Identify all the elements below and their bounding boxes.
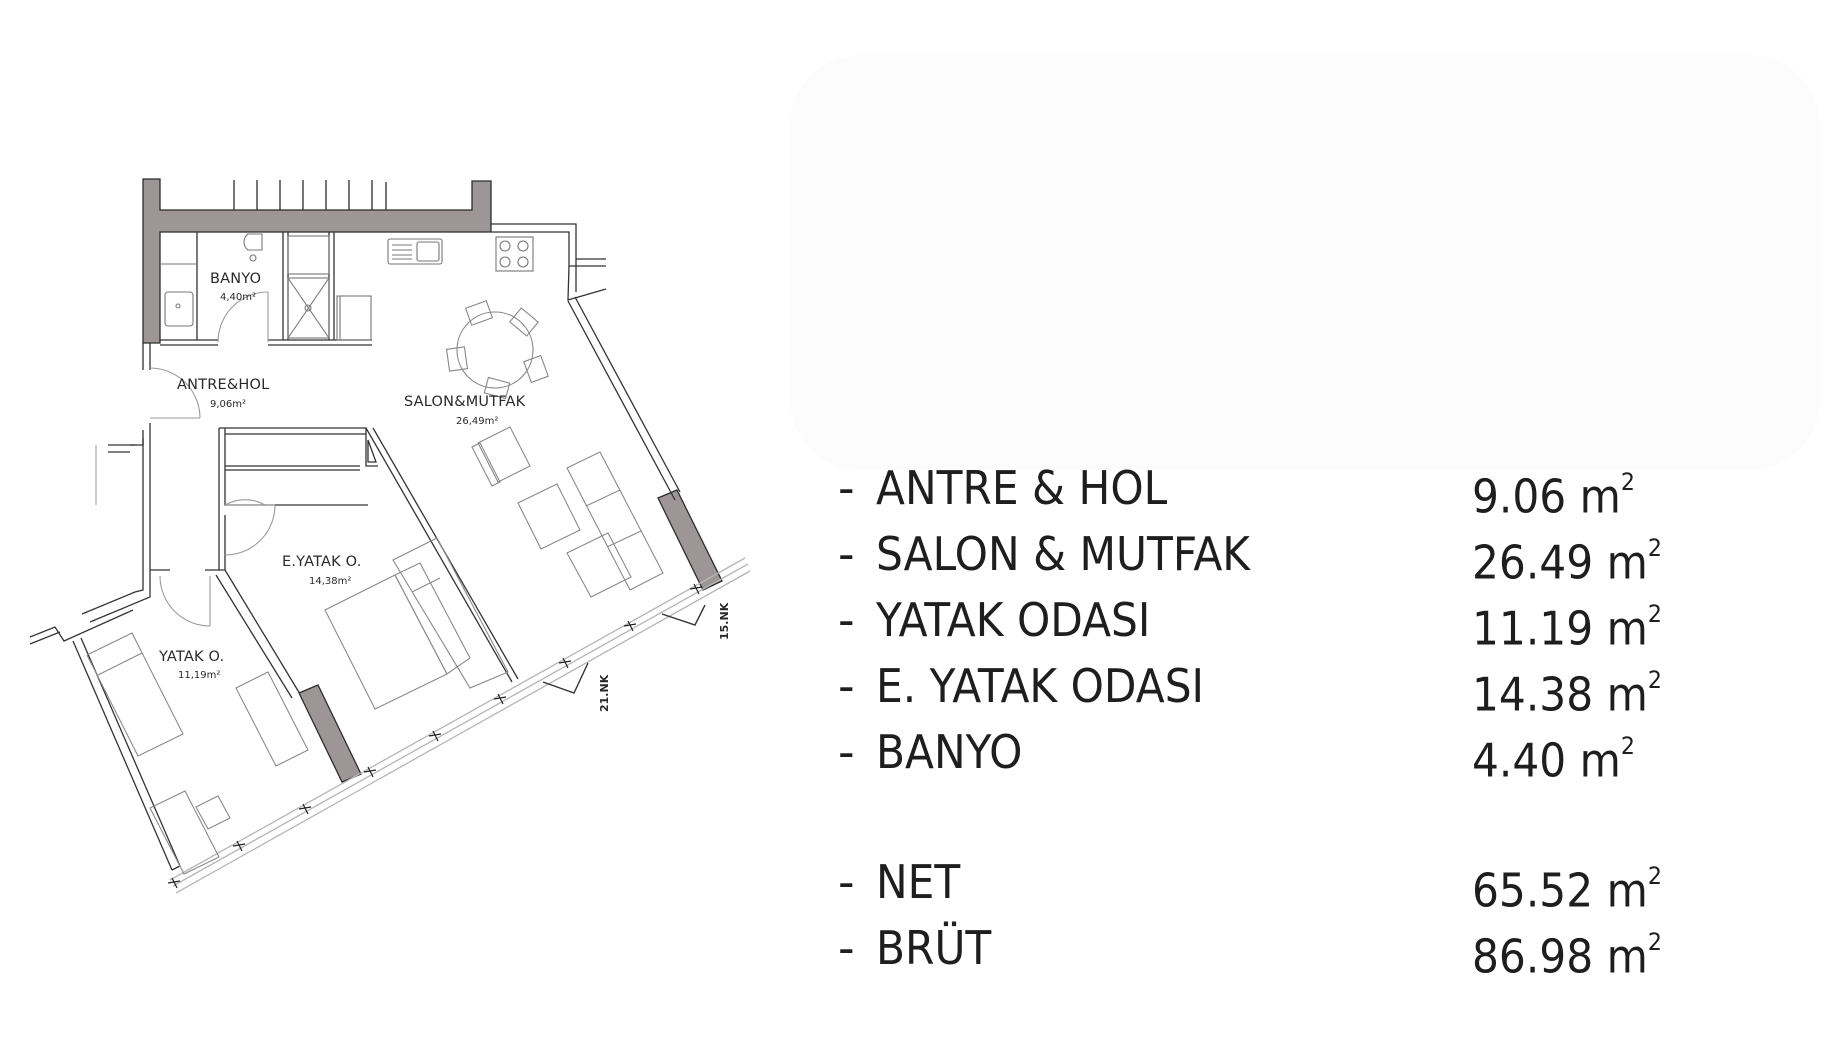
bullet-dash: - bbox=[838, 855, 855, 909]
balcony-railing bbox=[233, 180, 387, 210]
background-card bbox=[790, 55, 1820, 470]
room-labels: BANYO 4,40m² ANTRE&HOL 9,06m² SALON&MUTF… bbox=[158, 271, 526, 681]
room-area-value: 4.40 m2 bbox=[1472, 732, 1635, 788]
bathroom-fixtures bbox=[160, 233, 330, 339]
yatak-furniture bbox=[86, 632, 309, 875]
bullet-dash: - bbox=[838, 921, 855, 975]
area-row-salon: - SALON & MUTFAK 26.49 m2 bbox=[838, 521, 1758, 589]
door-swings bbox=[95, 291, 276, 627]
room-name-salon: SALON&MUTFAK bbox=[404, 394, 526, 410]
room-label: BANYO bbox=[876, 725, 1023, 779]
grid-ticks bbox=[167, 583, 703, 889]
kitchen-fixtures bbox=[336, 236, 534, 341]
total-area-value: 86.98 m2 bbox=[1472, 928, 1662, 984]
facade-window-line bbox=[169, 557, 751, 894]
room-name-banyo: BANYO bbox=[210, 271, 261, 287]
room-area-value: 9.06 m2 bbox=[1472, 468, 1635, 524]
bullet-dash: - bbox=[838, 527, 855, 581]
total-area-value: 65.52 m2 bbox=[1472, 862, 1662, 918]
bullet-dash: - bbox=[838, 593, 855, 647]
axis-label-15nk: 15.NK bbox=[718, 602, 731, 640]
e-yatak-bed bbox=[324, 537, 509, 710]
room-area-e-yatak: 14,38m² bbox=[309, 576, 351, 587]
room-area-antre: 9,06m² bbox=[210, 399, 246, 410]
area-list: - ANTRE & HOL 9.06 m2 - SALON & MUTFAK 2… bbox=[838, 455, 1758, 983]
bullet-dash: - bbox=[838, 659, 855, 713]
area-row-yatak: - YATAK ODASI 11.19 m2 bbox=[838, 587, 1758, 655]
total-label: NET bbox=[876, 855, 961, 909]
area-row-net: - NET 65.52 m2 bbox=[838, 849, 1758, 917]
bullet-dash: - bbox=[838, 725, 855, 779]
area-row-banyo: - BANYO 4.40 m2 bbox=[838, 719, 1758, 787]
floor-plan: 21.NK 15.NK bbox=[0, 0, 800, 1000]
structural-walls bbox=[142, 178, 723, 783]
list-spacer bbox=[838, 785, 1758, 849]
room-label: E. YATAK ODASI bbox=[876, 659, 1205, 713]
room-area-value: 26.49 m2 bbox=[1472, 534, 1662, 590]
room-label: YATAK ODASI bbox=[876, 593, 1151, 647]
room-label: ANTRE & HOL bbox=[876, 461, 1168, 515]
axis-label-21nk: 21.NK bbox=[598, 674, 611, 712]
area-row-e-yatak: - E. YATAK ODASI 14.38 m2 bbox=[838, 653, 1758, 721]
room-name-yatak: YATAK O. bbox=[158, 649, 224, 665]
room-area-value: 14.38 m2 bbox=[1472, 666, 1662, 722]
room-name-antre: ANTRE&HOL bbox=[177, 377, 269, 393]
room-name-e-yatak: E.YATAK O. bbox=[282, 554, 362, 570]
living-room-furniture bbox=[471, 426, 664, 598]
room-label: SALON & MUTFAK bbox=[876, 527, 1251, 581]
area-row-brut: - BRÜT 86.98 m2 bbox=[838, 915, 1758, 983]
axis-markers bbox=[542, 604, 706, 694]
room-area-yatak: 11,19m² bbox=[178, 670, 220, 681]
room-area-salon: 26,49m² bbox=[456, 416, 498, 427]
area-row-antre: - ANTRE & HOL 9.06 m2 bbox=[838, 455, 1758, 523]
room-area-banyo: 4,40m² bbox=[220, 292, 256, 303]
bullet-dash: - bbox=[838, 461, 855, 515]
dining-table bbox=[445, 300, 549, 400]
room-area-value: 11.19 m2 bbox=[1472, 600, 1662, 656]
total-label: BRÜT bbox=[876, 921, 992, 975]
